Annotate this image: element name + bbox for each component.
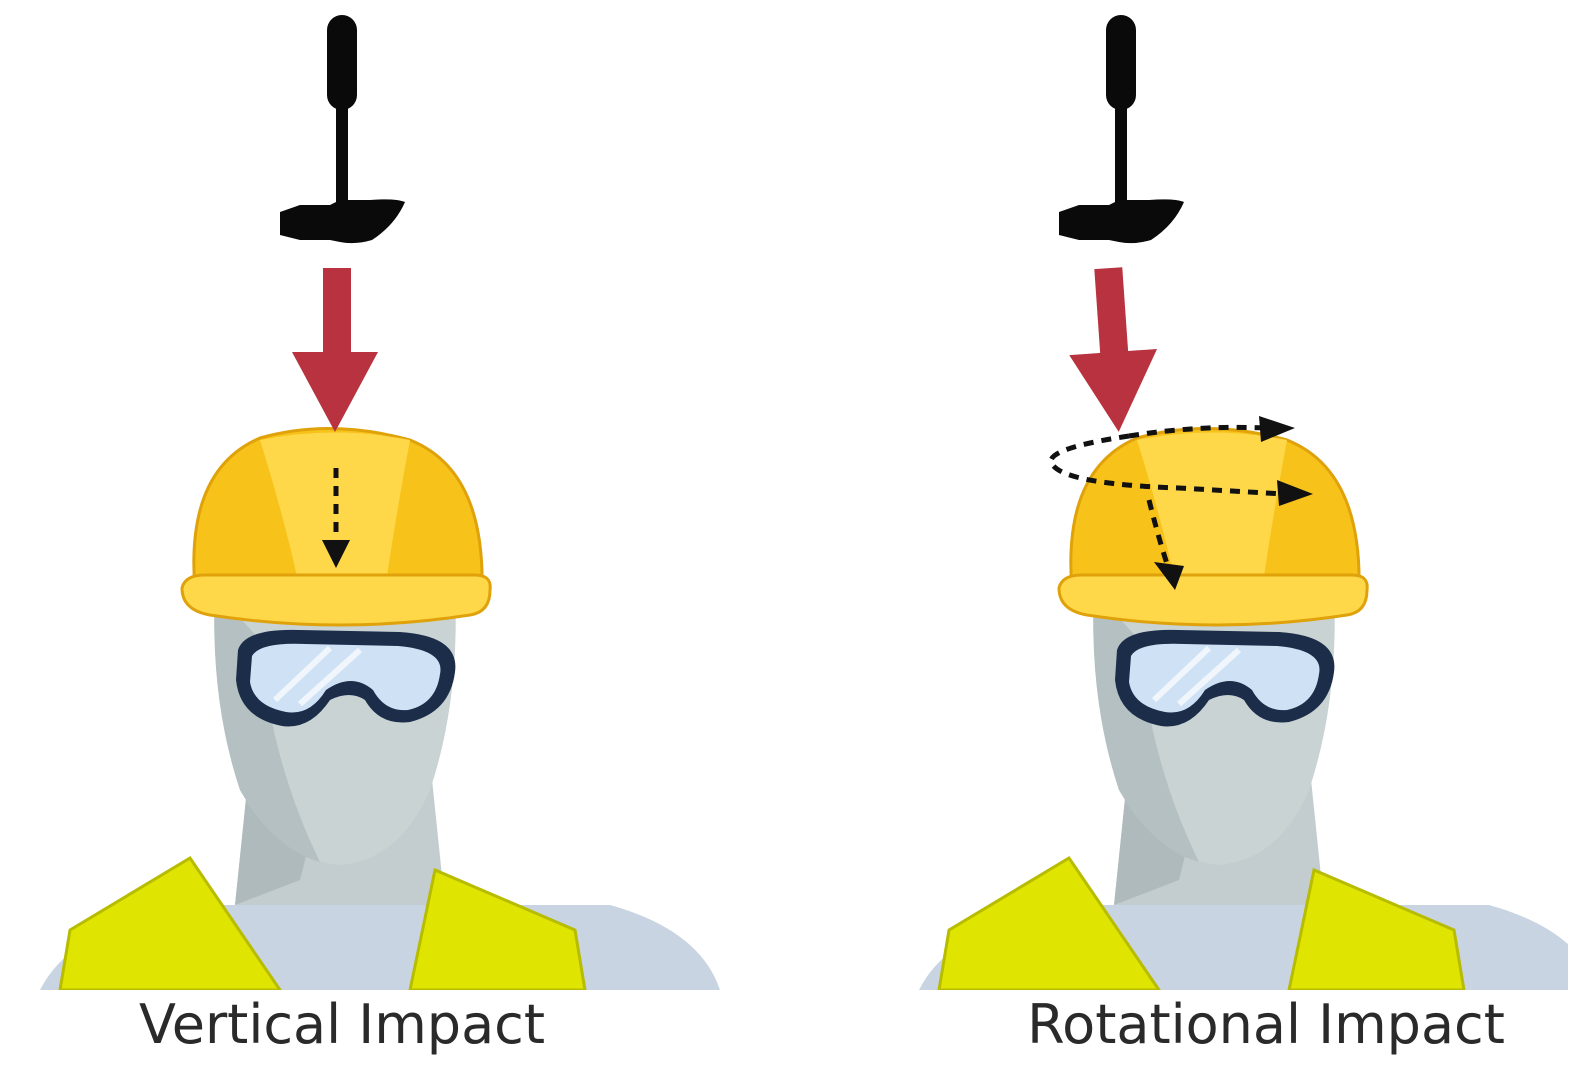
force-arrow-icon	[1069, 267, 1158, 432]
hammer-icon	[280, 15, 405, 244]
hard-hat-icon	[1057, 426, 1369, 627]
arrowhead-icon	[1259, 416, 1295, 442]
worker-figure	[40, 590, 720, 990]
rotational-impact-panel: Rotational Impact	[784, 0, 1568, 1068]
vertical-impact-illustration	[0, 15, 784, 990]
vertical-impact-panel: Vertical Impact	[0, 0, 784, 1068]
arrowhead-icon	[1154, 562, 1184, 590]
rotational-impact-illustration	[784, 15, 1568, 990]
dashed-arrow-icon	[322, 468, 350, 568]
arrowhead-icon	[1277, 480, 1313, 506]
force-arrow-icon	[292, 268, 378, 432]
rotation-arrow-icon	[1048, 424, 1285, 571]
panel-caption: Rotational Impact	[1027, 993, 1505, 1056]
hammer-icon	[1059, 15, 1184, 244]
panel-caption: Vertical Impact	[138, 993, 546, 1056]
worker-figure	[919, 590, 1568, 990]
